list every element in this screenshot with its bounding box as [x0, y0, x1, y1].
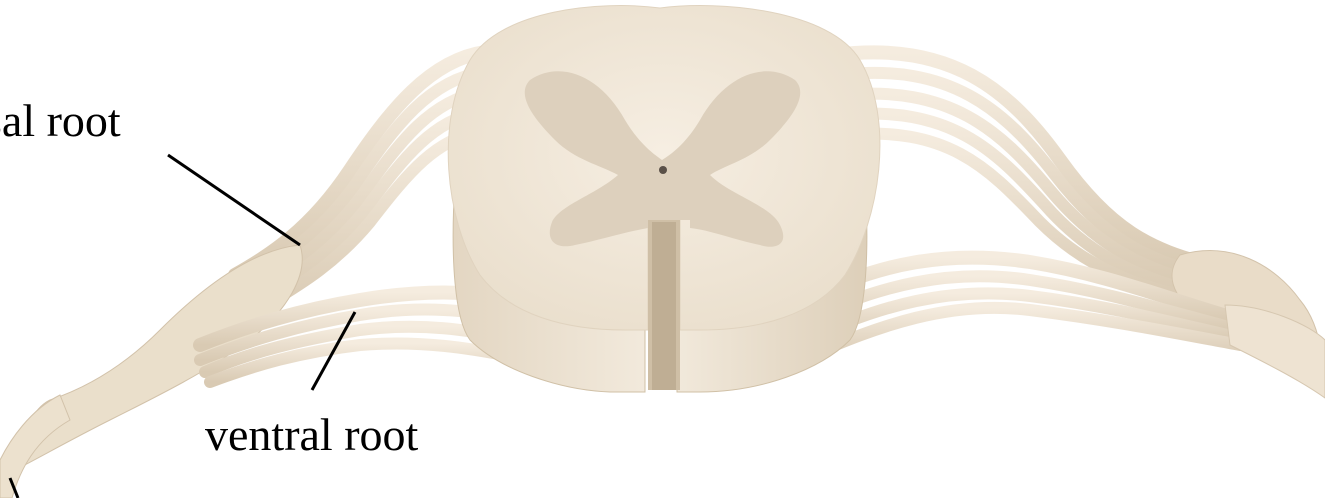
dorsal-root-leader-line: [168, 155, 300, 245]
ventral-root-label: ventral root: [205, 412, 418, 458]
central-canal: [659, 166, 667, 174]
dorsal-root-label: sal root: [0, 98, 121, 144]
spinal-cord-segment: [448, 6, 880, 392]
